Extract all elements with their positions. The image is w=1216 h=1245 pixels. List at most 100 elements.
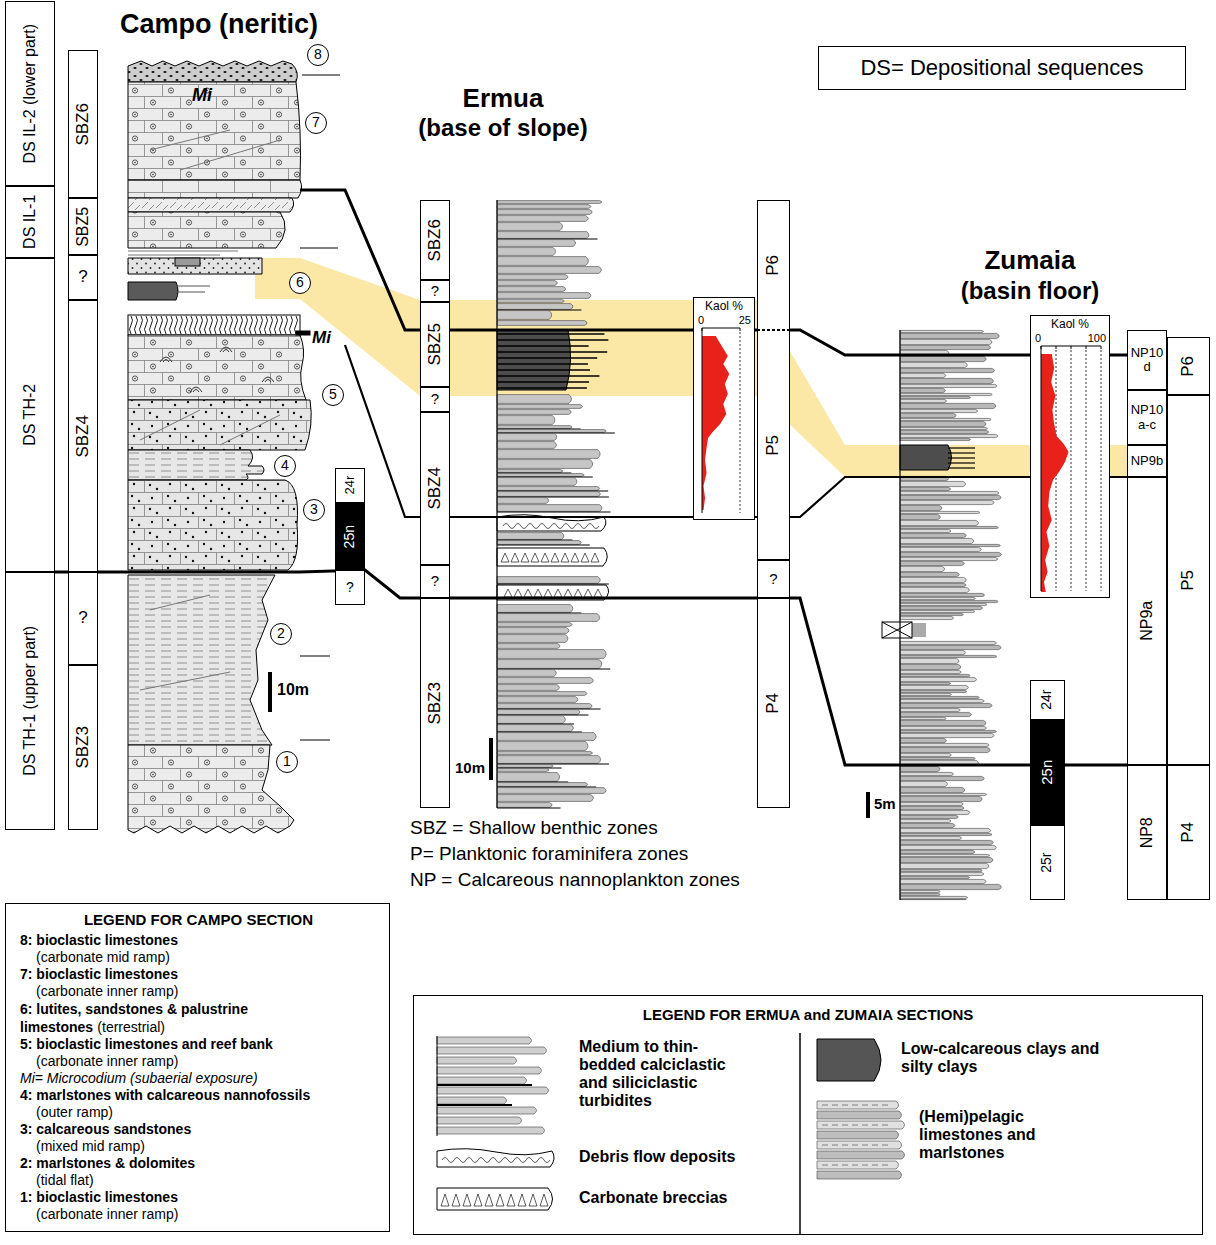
drawing-path xyxy=(581,553,589,562)
sediment-bed xyxy=(900,872,984,875)
magnetochron-cell: 25r xyxy=(1030,825,1065,900)
drawing-path xyxy=(502,1158,514,1163)
drawing-path xyxy=(497,357,597,359)
sediment-bed xyxy=(497,644,560,649)
sediment-bed xyxy=(900,547,981,551)
drawing-path xyxy=(128,198,294,212)
drawing-path xyxy=(497,339,608,341)
section-subtitle: (base of slope) xyxy=(418,115,587,141)
planktonic-zone-cell: ? xyxy=(757,560,790,598)
sediment-bed xyxy=(900,384,997,387)
drawing-path xyxy=(485,1194,493,1206)
drawing-path xyxy=(591,553,599,562)
zone-label: DS IL-1 xyxy=(21,195,39,249)
label-anchor: SBZ = Shallow benthic zones xyxy=(410,818,658,839)
drawing-path xyxy=(140,595,230,690)
sediment-bed xyxy=(900,641,996,644)
sediment-bed xyxy=(900,378,993,383)
label-anchor: Mi xyxy=(312,329,331,348)
scale-label: 10m xyxy=(455,760,485,777)
drawing-path xyxy=(128,258,262,274)
sediment-bed xyxy=(900,330,984,332)
sediment-bed xyxy=(900,552,1001,556)
zone-label: DS IL-2 (lower part) xyxy=(21,24,39,164)
nannoplankton-zone-cell: NP10 a-c xyxy=(1127,390,1167,445)
sediment-bed xyxy=(497,697,578,703)
label-anchor: 5m xyxy=(874,796,896,813)
sediment-bed xyxy=(817,1161,899,1169)
sediment-bed xyxy=(900,345,991,349)
drawing-path xyxy=(1086,346,1087,349)
drawing-path xyxy=(215,316,218,334)
callout-number: 4 xyxy=(274,455,296,477)
drawing-path xyxy=(210,316,213,334)
drawing-path xyxy=(1056,346,1057,349)
drawing-path xyxy=(497,345,589,347)
zone-label: 25n xyxy=(342,525,357,548)
sediment-bed xyxy=(437,1067,542,1074)
label-anchor: Mi xyxy=(192,86,212,106)
sediment-bed xyxy=(497,232,589,239)
drawing-path xyxy=(295,316,298,334)
drawing-path xyxy=(497,807,561,808)
callout-number: 2 xyxy=(270,623,292,645)
sediment-bed xyxy=(900,664,961,669)
zumaia-lithology xyxy=(882,330,1001,900)
sediment-bed xyxy=(900,793,987,795)
sediment-bed xyxy=(497,474,584,477)
drawing-path xyxy=(551,524,563,529)
callout-digit: 8 xyxy=(314,47,322,62)
zone-label: NP10 d xyxy=(1128,346,1166,375)
drawing-path xyxy=(527,524,539,529)
scale-bar xyxy=(866,792,870,818)
zone-label: NP8 xyxy=(1138,817,1156,848)
benthic-zone-cell: ? xyxy=(420,280,450,302)
legend-swatch xyxy=(436,1146,560,1172)
legend-label: Debris flow deposits xyxy=(579,1148,779,1166)
drawing-path xyxy=(541,553,549,562)
sediment-bed xyxy=(437,1047,547,1054)
sediment-bed xyxy=(817,1121,905,1129)
drawing-path xyxy=(260,316,263,334)
legend-divider xyxy=(799,1033,801,1235)
drawing-path xyxy=(180,316,183,334)
axis-title: Kaol % xyxy=(1031,318,1109,331)
sediment-bed xyxy=(900,616,954,619)
drawing-path xyxy=(497,544,590,545)
drawing-path xyxy=(529,1194,537,1206)
label-anchor: 10m xyxy=(455,760,485,777)
drawing-path xyxy=(128,335,306,400)
sediment-bed xyxy=(900,787,965,792)
zone-label: 24r xyxy=(1040,690,1055,710)
sediment-bed xyxy=(900,427,987,429)
callout-digit: 3 xyxy=(310,502,318,517)
legend-note: Mi= Microcodium (subaerial exposure) xyxy=(20,1070,377,1087)
legend-entry: 7: bioclastic limestones xyxy=(20,966,377,983)
drawing-path xyxy=(442,1158,454,1163)
sediment-bed xyxy=(900,533,966,537)
drawing-path xyxy=(575,524,587,529)
ermua-lithology xyxy=(497,200,615,808)
drawing-rect xyxy=(268,672,272,712)
nannoplankton-zone-cell: NP9b xyxy=(1127,445,1167,477)
sediment-bed xyxy=(497,795,593,802)
planktonic-zone-cell: P6 xyxy=(1167,337,1210,395)
sediment-bed xyxy=(900,597,975,599)
sediment-bed xyxy=(900,505,942,510)
legend-note: (carbonate mid ramp) xyxy=(20,949,377,966)
callout-digit: 1 xyxy=(283,754,291,769)
benthic-zone-cell: ? xyxy=(420,565,450,598)
symbol-label: Mi xyxy=(312,329,331,348)
drawing-path xyxy=(900,445,952,470)
zone-label: P4 xyxy=(764,693,783,714)
zone-label: 25n xyxy=(1039,760,1056,785)
sediment-bed xyxy=(900,840,993,844)
sediment-bed xyxy=(497,405,583,409)
sediment-bed xyxy=(900,600,998,602)
sediment-bed xyxy=(900,757,975,759)
callout-number: 5 xyxy=(322,384,344,406)
sediment-bed xyxy=(497,321,587,326)
drawing-path xyxy=(584,589,592,597)
sediment-bed xyxy=(497,430,606,433)
sediment-bed xyxy=(497,725,573,732)
